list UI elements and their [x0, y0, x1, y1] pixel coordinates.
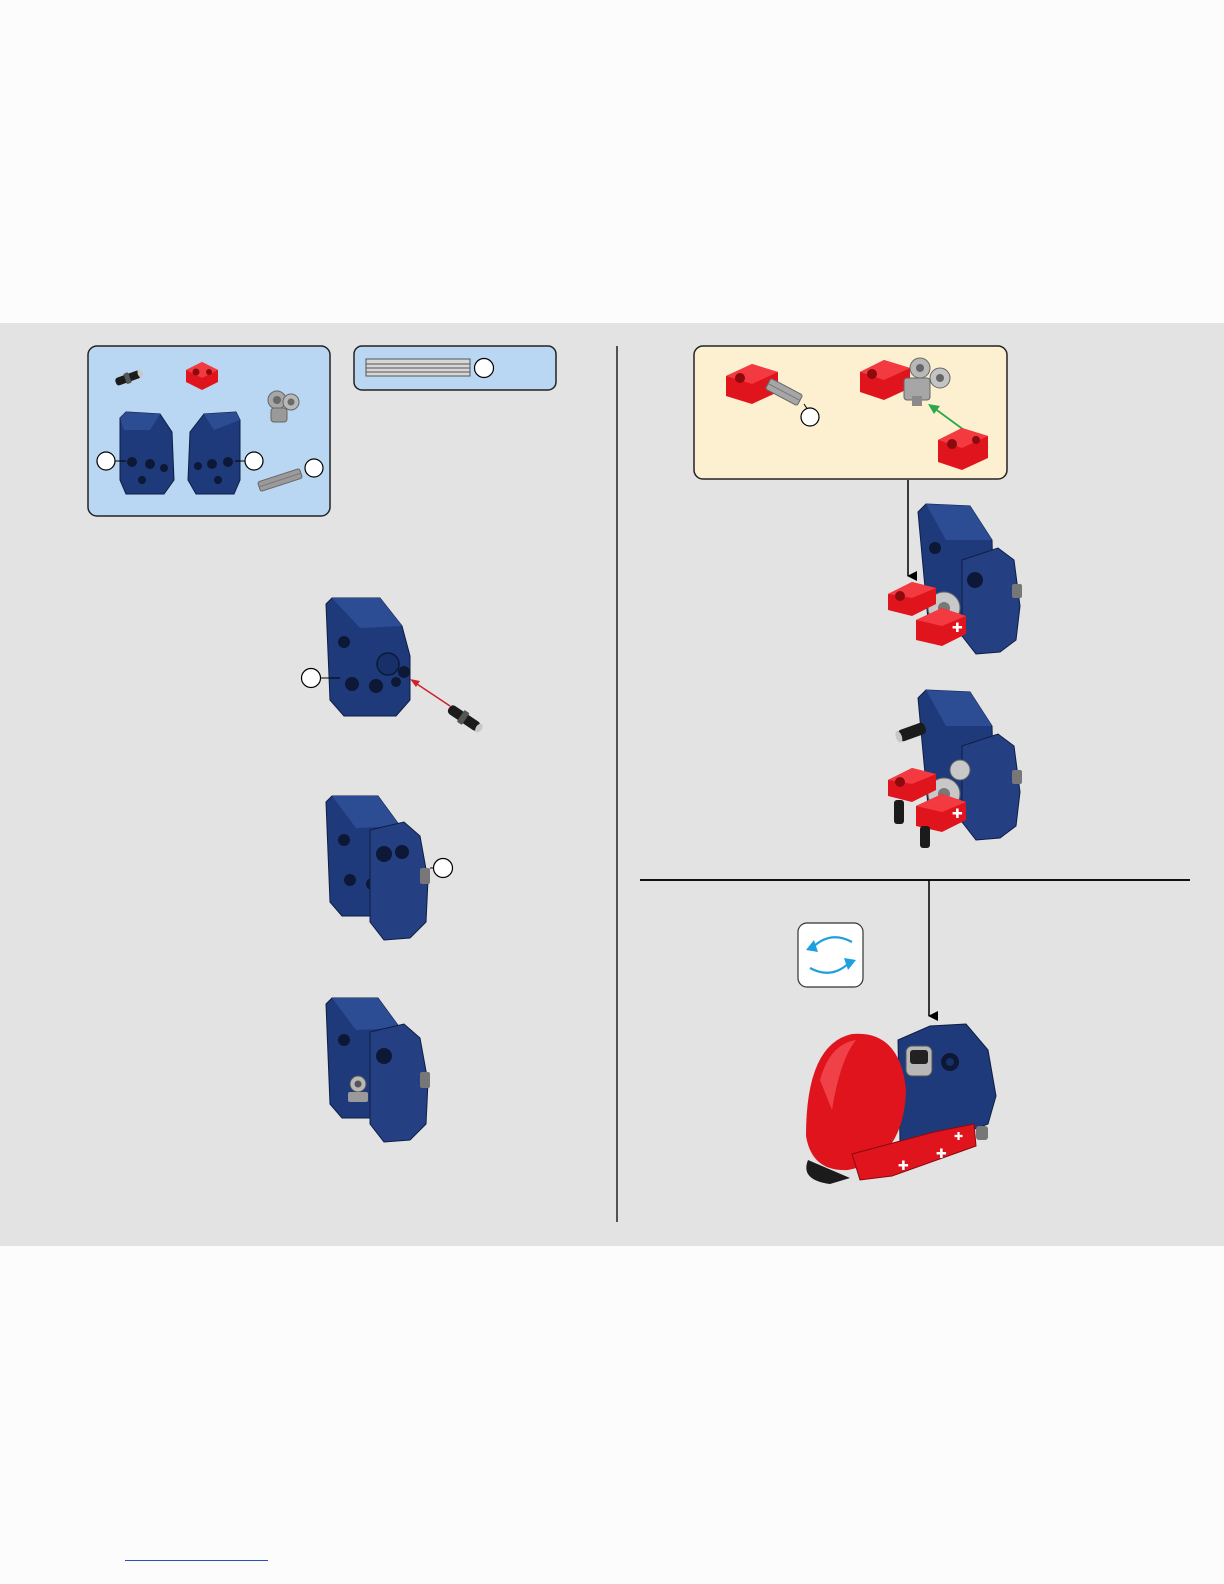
callout-circle [434, 859, 453, 878]
step-add-connector [326, 998, 430, 1142]
red-shell-assembly-icon: ✚ ✚ ✚ [806, 1024, 996, 1184]
axle-length-gauge-icon [366, 359, 470, 376]
svg-text:✚: ✚ [936, 1147, 947, 1162]
callout-circle [475, 359, 494, 378]
svg-text:✚: ✚ [898, 1159, 909, 1174]
step-attach-panel [326, 796, 453, 940]
axle-gauge-panel [354, 346, 556, 390]
svg-text:✚: ✚ [952, 807, 963, 822]
parts-list-panel [88, 346, 330, 516]
rotate-arrows-icon [798, 923, 863, 987]
blue-panel-left-icon [120, 412, 174, 494]
blue-panel-right-icon [188, 412, 240, 494]
page-link[interactable] [125, 1548, 268, 1561]
callout-circle [305, 459, 323, 477]
svg-text:✚: ✚ [952, 621, 963, 636]
subassembly-panel [694, 346, 1007, 479]
callout-circle [801, 408, 819, 426]
step-add-pins: ✚ [888, 690, 1022, 848]
callout-circle [302, 669, 321, 688]
step-insert-pin [302, 598, 486, 736]
svg-text:✚: ✚ [954, 1130, 963, 1143]
